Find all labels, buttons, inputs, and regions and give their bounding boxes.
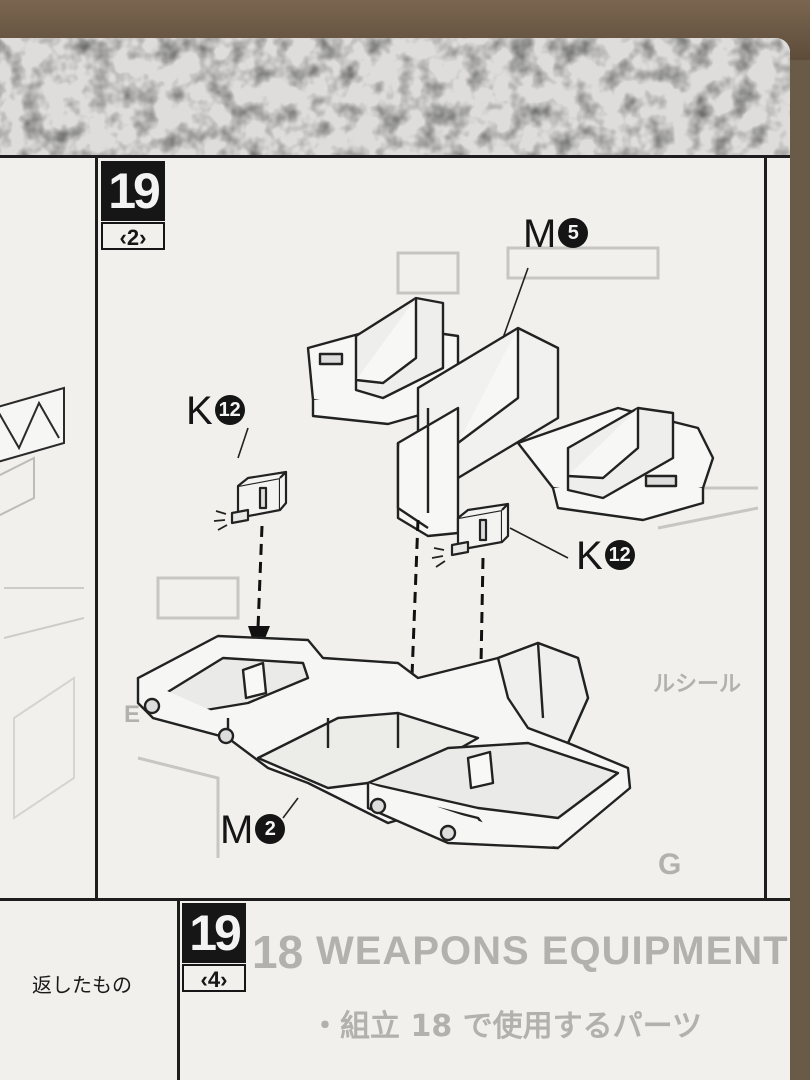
step-number: 19: [101, 161, 165, 221]
label-k12-left-number: 12: [214, 395, 245, 426]
part-k12-right-drawing: [431, 502, 569, 568]
lower-left-panel: 返したもの E: [0, 701, 180, 1080]
faded-heading: WEAPONS EQUIPMENT: [316, 929, 789, 973]
left-fragment-text: 返したもの: [32, 973, 132, 997]
part-m2-drawing: [136, 634, 632, 850]
label-m2-letter: M: [220, 808, 254, 852]
lower-step-sub-number: ‹4›: [182, 964, 246, 992]
part-k12-left-drawing: [213, 427, 288, 531]
faded-step-number: 18: [252, 926, 304, 978]
label-m5-number: 5: [558, 218, 589, 249]
assembly-diagram: [136, 246, 759, 858]
lower-step-number: 19: [182, 903, 246, 963]
right-edge-panel: [764, 155, 790, 901]
label-k12-right-number: 12: [604, 540, 635, 571]
step-sub-number: ‹2›: [101, 222, 165, 250]
faded-sub-japanese: ・組立 18 で使用するパーツ: [310, 1009, 703, 1044]
label-k12-right-letter: K: [576, 534, 603, 578]
step-19-4-panel: 18 WEAPONS EQUIPMENT ・組立 18 で使用するパーツ: [177, 898, 790, 1080]
left-panel: [0, 155, 98, 901]
faded-e-label: E: [124, 701, 141, 728]
faded-right-japanese: ルシール: [653, 671, 742, 696]
left-panel-drawing: [0, 386, 85, 820]
label-k12-left-letter: K: [186, 389, 213, 433]
faded-g-label: G: [658, 848, 682, 881]
label-m2-number: 2: [255, 814, 286, 845]
part-m5-drawing: [306, 267, 715, 538]
label-m5-letter: M: [523, 212, 557, 256]
